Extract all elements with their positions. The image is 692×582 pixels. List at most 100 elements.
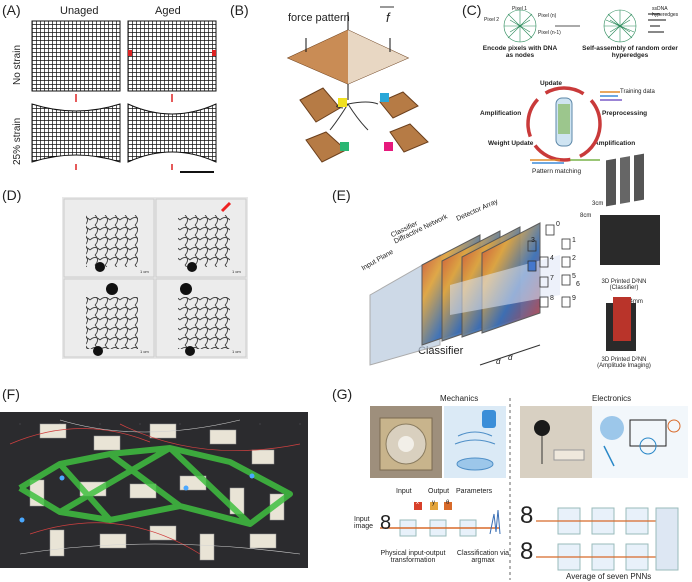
panel-label-e: (E) xyxy=(332,187,351,203)
color-square-magenta xyxy=(384,142,393,151)
lattice-aged-no-strain xyxy=(127,20,217,92)
assembly-caption: Self-assembly of random order hyperedges xyxy=(582,45,678,59)
micrograph-frame-4 xyxy=(155,278,247,358)
panel-f: (F) xyxy=(0,384,330,582)
physical-transform-label: Physical input-output transformation xyxy=(380,550,446,564)
micrograph-frame-3 xyxy=(63,278,155,358)
input-image-label: Input image xyxy=(354,516,374,530)
d-label-2: d xyxy=(508,353,513,362)
detector-digit-5: 5 xyxy=(572,273,576,280)
detector-digit-6: 6 xyxy=(576,281,580,288)
electronics-photo xyxy=(520,406,592,478)
origami-state-4 xyxy=(389,123,429,153)
ssdna-label: ssDNA hyperedges xyxy=(652,6,679,18)
panel-label-b: (B) xyxy=(230,2,249,18)
lattice-unaged-no-strain xyxy=(31,20,121,92)
panel-label-a: (A) xyxy=(2,2,21,18)
cycle-weight-update-label: Weight Update xyxy=(488,140,534,147)
mechanics-pipeline xyxy=(380,502,501,537)
panel-b: (B) force pattern f xyxy=(228,0,460,180)
panel-c: (C) Pixel 1 Pixel 2 Pixel (n) Pixel (n-1… xyxy=(460,0,692,180)
encode-caption: Encode pixels with DNA as nodes xyxy=(482,45,558,59)
input-digit-electronics-2: 8 xyxy=(520,538,534,565)
dim-8cm-label: 8cm xyxy=(580,213,592,219)
panel-a: (A) Unaged Aged No strain 25% strain xyxy=(0,0,230,180)
scale-label-d-4: 1 cm xyxy=(232,349,241,354)
printed-amplitude-photo xyxy=(606,297,636,351)
panel-label-d: (D) xyxy=(2,187,22,203)
detector-digit-9: 9 xyxy=(572,295,576,302)
detector-array xyxy=(527,224,571,308)
panel-g: (G) Mechanics Electronics xyxy=(330,384,692,582)
pixel-label-1: Pixel 1 xyxy=(512,6,528,12)
force-pattern-title: force pattern xyxy=(288,12,350,24)
dna-node-network-left xyxy=(503,9,537,43)
electronics-pipeline xyxy=(536,507,679,571)
panel-label-f: (F) xyxy=(2,386,20,402)
dim-3cm-label: 3cm xyxy=(592,201,604,207)
pixel-label-2: Pixel 2 xyxy=(484,17,500,23)
cycle-amplification-left-label: Amplification xyxy=(480,110,522,117)
output-label: Output xyxy=(428,488,450,495)
printed-classifier-label: 3D Printed D²NN (Classifier) xyxy=(601,279,647,291)
training-cycle-ring xyxy=(526,86,602,162)
detector-digit-7: 7 xyxy=(550,275,554,282)
printed-classifier-photo xyxy=(600,153,660,265)
dna-network-figure xyxy=(503,9,666,164)
scale-label-d-1: 1 cm xyxy=(140,269,149,274)
panel-label-c: (C) xyxy=(462,2,482,18)
pixel-label-n-1: Pixel (n-1) xyxy=(538,30,561,36)
theta-symbol: θ xyxy=(446,500,450,506)
electronics-schematic xyxy=(592,406,688,478)
origami-figure xyxy=(286,6,429,163)
input-label: Input xyxy=(396,488,412,495)
speaker-schematic xyxy=(444,406,506,478)
speaker-photo xyxy=(370,406,442,478)
micrograph-frame-2 xyxy=(155,198,247,278)
mechanics-title: Mechanics xyxy=(440,394,479,403)
cycle-preprocessing-label: Preprocessing xyxy=(602,110,648,117)
input-digit-electronics-1: 8 xyxy=(520,502,534,529)
detector-digit-2: 2 xyxy=(572,255,576,262)
breadboard-photo xyxy=(0,412,308,568)
pnn-figure xyxy=(370,398,688,580)
dna-node-network-right xyxy=(603,9,637,43)
diffractive-network-figure xyxy=(369,153,660,366)
origami-state-1 xyxy=(299,87,341,123)
pixel-label-n: Pixel (n) xyxy=(538,13,557,19)
cycle-update-label: Update xyxy=(540,80,563,87)
detector-digit-0: 0 xyxy=(556,221,560,228)
classification-label: Classification via argmax xyxy=(456,550,510,564)
color-square-yellow xyxy=(338,98,347,107)
color-square-green xyxy=(340,142,349,151)
col-aged-label: Aged xyxy=(155,5,181,17)
origami-state-2 xyxy=(379,91,419,119)
scale-label-d-3: 1 cm xyxy=(140,349,149,354)
printed-amplitude-label: 3D Printed D²NN (Amplitude Imaging) xyxy=(597,357,651,369)
y-symbol: y xyxy=(432,500,435,506)
average-pnns-label: Average of seven PNNs xyxy=(566,572,652,581)
detector-digit-1: 1 xyxy=(572,237,576,244)
input-digit-mechanics: 8 xyxy=(380,512,392,534)
physarum-micrographs xyxy=(62,197,248,359)
pattern-matching-label: Pattern matching xyxy=(532,168,582,175)
x-symbol: x xyxy=(416,500,419,506)
panel-label-g: (G) xyxy=(332,386,353,402)
panel-e: (E) Detector Array Classifier Diffractiv… xyxy=(330,153,692,375)
network-overlay xyxy=(18,445,293,527)
training-data-label: Training data xyxy=(620,89,655,95)
micrograph-frame-1 xyxy=(63,198,155,278)
cycle-amplification-right-label: Amplification xyxy=(594,140,636,147)
scale-label-d-2: 1 cm xyxy=(232,269,241,274)
lattice-figure xyxy=(31,20,217,173)
color-square-blue xyxy=(380,93,389,102)
panel-d: (D) 1 cm xyxy=(0,185,260,375)
detector-digit-3: 3 xyxy=(531,237,535,244)
electronics-title: Electronics xyxy=(592,394,632,403)
detector-digit-4: 4 xyxy=(550,255,554,262)
detector-digit-8: 8 xyxy=(550,295,554,302)
dim-4mm-label: ~4mm xyxy=(626,299,643,305)
col-unaged-label: Unaged xyxy=(60,5,99,17)
parameters-label: Parameters xyxy=(456,488,493,495)
lattice-unaged-strained xyxy=(31,103,121,163)
